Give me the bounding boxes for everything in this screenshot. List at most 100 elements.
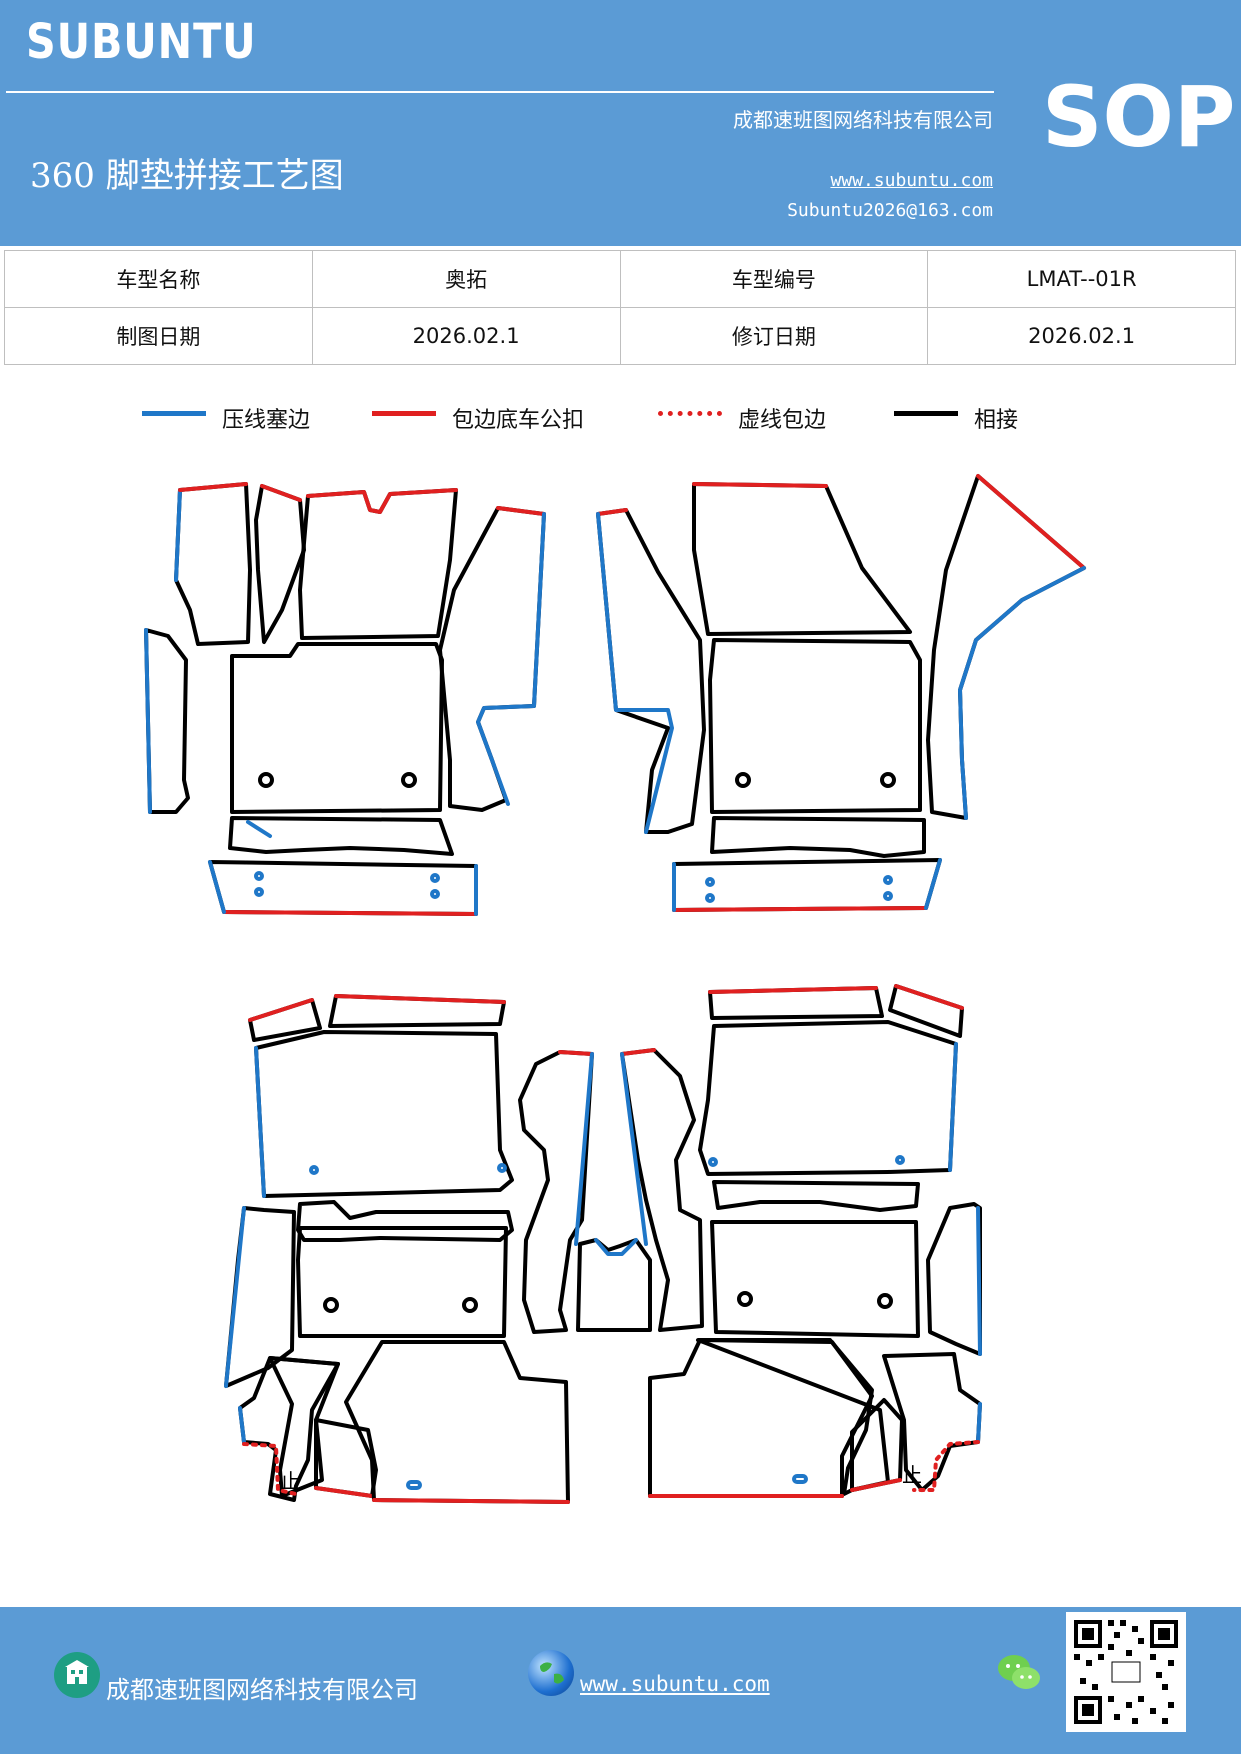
page-title: 360 脚垫拼接工艺图 (30, 156, 344, 196)
wrap-edge (248, 998, 314, 1022)
mat-piece (254, 484, 306, 644)
fastener-hole (258, 772, 274, 788)
rear-left-mat-group (224, 994, 594, 1388)
legend-label: 虚线包边 (738, 408, 827, 433)
legend-swatch-dotted (658, 411, 722, 416)
clip-dot (430, 873, 440, 883)
wrap-edge (894, 984, 964, 1010)
fastener-hole (323, 1297, 339, 1313)
mat-piece (926, 1202, 982, 1356)
qr-code[interactable] (1066, 1612, 1186, 1732)
clip-dot (895, 1155, 905, 1165)
wechat-icon[interactable] (996, 1652, 1042, 1694)
wrap-edge (672, 906, 928, 912)
model-code-value: LMAT--01R (927, 250, 1236, 308)
email-address[interactable]: Subuntu2026@163.com (787, 200, 993, 221)
revise-date-value: 2026.02.1 (927, 307, 1236, 365)
press-edge (594, 1238, 638, 1256)
doc-type-label: SOP (1042, 68, 1236, 166)
mat-piece (710, 816, 926, 858)
clip-dot (883, 891, 893, 901)
legend-label: 包边底车公扣 (452, 408, 585, 433)
legend: 压线塞边 包边底车公扣 虚线包边 相接 (0, 400, 1241, 440)
stop-mark: 止 (280, 1469, 300, 1493)
press-edge (958, 566, 1086, 820)
wrap-edge (692, 482, 828, 488)
draw-date-value: 2026.02.1 (311, 307, 621, 365)
press-edge (174, 488, 182, 582)
mat-piece (926, 474, 1086, 820)
rear-right-mat-group (698, 984, 982, 1356)
info-table: 车型名称 奥拓 车型编号 LMAT--01R 制图日期 2026.02.1 修订… (4, 250, 1236, 365)
draw-date-label: 制图日期 (4, 307, 313, 365)
legend-swatch-join (894, 411, 958, 416)
press-edge (596, 512, 674, 834)
press-edge (144, 628, 152, 814)
press-edge (254, 1046, 266, 1198)
press-edge (476, 512, 546, 806)
fastener-hole (462, 1297, 478, 1313)
mat-piece (596, 508, 706, 834)
fastener-hole (877, 1293, 893, 1309)
building-icon (54, 1652, 100, 1698)
mat-piece (238, 1356, 340, 1502)
rear-bottom-mat-group: 止 止 (238, 1338, 982, 1504)
clip-slot (792, 1474, 808, 1484)
table-row: 制图日期 2026.02.1 修订日期 2026.02.1 (4, 307, 1236, 365)
wrap-edge (620, 1048, 656, 1056)
dotted-wrap-edge (242, 1442, 298, 1496)
wrap-edge (708, 986, 878, 994)
wrap-edge (850, 1478, 902, 1492)
company-name: 成都速班图网络科技有限公司 (733, 108, 993, 132)
table-row: 车型名称 奥拓 车型编号 LMAT--01R (4, 250, 1236, 308)
legend-swatch-wrap (372, 411, 436, 416)
fastener-hole (737, 1291, 753, 1307)
press-edge (224, 1206, 246, 1388)
clip-slot (406, 1480, 422, 1490)
header-divider (6, 91, 994, 93)
mat-piece (708, 638, 922, 814)
press-edge (208, 860, 478, 916)
wrap-edge (976, 474, 1086, 570)
floor-mat-diagram: 止 止 (144, 474, 1086, 1504)
mat-piece (888, 984, 964, 1038)
press-edge (620, 1052, 648, 1246)
clip-dot (309, 1165, 319, 1175)
press-edge (948, 1042, 958, 1172)
wrap-edge (372, 1498, 570, 1504)
dotted-wrap-edge (912, 1440, 980, 1492)
header-banner (0, 0, 1241, 246)
website-link[interactable]: www.subuntu.com (830, 170, 993, 191)
wrap-edge (260, 484, 302, 502)
globe-icon (528, 1650, 574, 1696)
mat-piece (344, 1340, 570, 1504)
model-code-label: 车型编号 (619, 250, 929, 308)
press-edge (238, 1406, 246, 1444)
mat-piece (144, 628, 190, 814)
press-edge (976, 1402, 982, 1444)
wrap-edge (314, 1486, 374, 1498)
press-edge (976, 1206, 982, 1356)
clip-dot (430, 889, 440, 899)
clip-dot (497, 1163, 507, 1173)
mat-piece (208, 860, 478, 916)
rear-center-mat-group (576, 1048, 704, 1332)
mat-piece (692, 482, 912, 636)
fastener-hole (401, 772, 417, 788)
fastener-hole (735, 772, 751, 788)
clip-dot (705, 877, 715, 887)
mat-piece (314, 1418, 378, 1498)
stop-mark: 止 (902, 1463, 922, 1487)
front-right-mat-group (596, 474, 1086, 912)
brand-logo: SUBUNTU (26, 14, 257, 70)
mat-piece (254, 1030, 514, 1198)
mat-piece (712, 1180, 920, 1212)
revise-date-label: 修订日期 (619, 307, 929, 365)
footer-company-name: 成都速班图网络科技有限公司 (106, 1676, 418, 1704)
mat-piece (698, 1020, 958, 1176)
footer-website-link[interactable]: www.subuntu.com (580, 1672, 770, 1696)
press-edge (672, 858, 942, 912)
fastener-hole (880, 772, 896, 788)
clip-dot (883, 875, 893, 885)
wrap-edge (496, 506, 546, 516)
